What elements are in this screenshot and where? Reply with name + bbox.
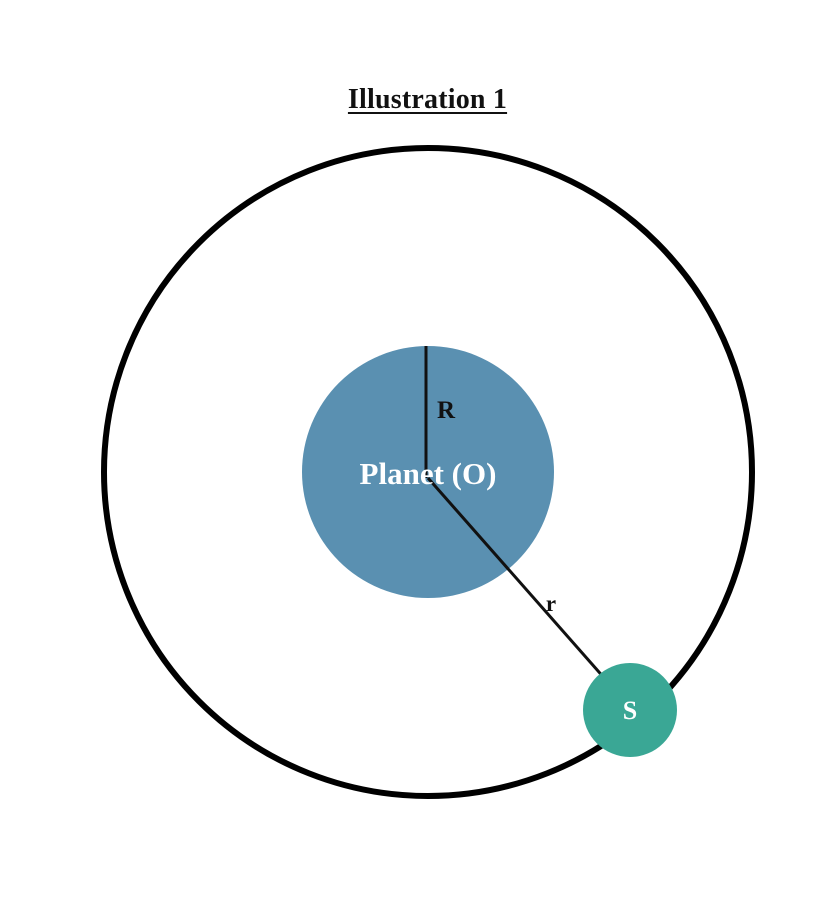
planet-body (302, 346, 554, 598)
orbit-radius-label: r (546, 591, 556, 616)
orbit-circle (101, 145, 755, 799)
orbit-radius-line (426, 477, 608, 681)
satellite-body (583, 663, 677, 757)
planet-label: Planet (O) (360, 456, 497, 491)
planet-radius-label: R (437, 397, 456, 424)
satellite-label: S (623, 696, 637, 725)
illustration-title: Illustration 1 (347, 84, 508, 115)
